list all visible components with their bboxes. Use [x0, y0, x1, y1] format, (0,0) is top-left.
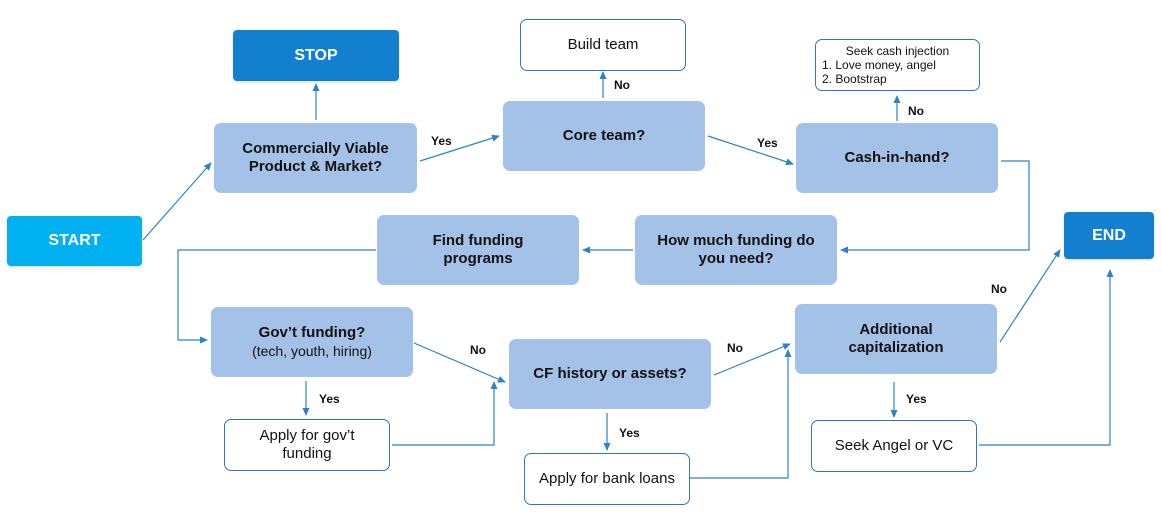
action-apply-govt-funding-label: Apply for gov’t funding: [259, 427, 355, 462]
edge-seek-to-end: [979, 269, 1114, 446]
edge-cf-to-additional: [713, 343, 791, 376]
stop-node: STOP: [233, 30, 399, 81]
edge-label-cf-no: No: [727, 341, 743, 355]
decision-govt-funding: Gov’t funding? (tech, youth, hiring): [211, 307, 413, 377]
seek-cash-injection-item: 2. Bootstrap: [822, 72, 887, 86]
decision-govt-funding-title: Gov’t funding?: [258, 324, 366, 341]
decision-how-much-funding-label: How much funding do you need?: [657, 232, 815, 267]
edge-label-additional-yes: Yes: [906, 392, 927, 406]
stop-label: STOP: [294, 46, 338, 64]
action-seek-angel-vc: Seek Angel or VC: [811, 420, 977, 472]
action-seek-cash-injection: Seek cash injection 1. Love money, angel…: [815, 39, 980, 91]
decision-additional-capitalization: Additional capitalization: [795, 304, 997, 374]
decision-cf-history: CF history or assets?: [509, 339, 711, 409]
decision-cash-in-hand-label: Cash-in-hand?: [844, 149, 950, 166]
edge-label-viable-yes: Yes: [431, 134, 452, 148]
decision-cash-in-hand: Cash-in-hand?: [796, 123, 998, 193]
decision-core-team-label: Core team?: [562, 127, 646, 144]
decision-how-much-funding: How much funding do you need?: [635, 215, 837, 285]
decision-govt-funding-subtitle: (tech, youth, hiring): [252, 343, 372, 359]
decision-commercially-viable-label: Commercially Viable Product & Market?: [242, 140, 389, 175]
decision-commercially-viable: Commercially Viable Product & Market?: [214, 123, 417, 193]
edge-label-core-yes: Yes: [757, 136, 778, 150]
start-label: START: [48, 232, 101, 249]
edge-govt-to-cf: [413, 342, 506, 383]
edge-label-additional-no: No: [991, 282, 1007, 296]
edge-label-govt-yes: Yes: [319, 392, 340, 406]
find-funding-programs-label: Find funding programs: [432, 232, 524, 267]
edge-label-core-no: No: [614, 78, 630, 92]
action-apply-bank-loans-label: Apply for bank loans: [539, 470, 675, 487]
find-funding-programs: Find funding programs: [377, 215, 579, 285]
edge-label-cf-yes: Yes: [619, 426, 640, 440]
end-label: END: [1092, 226, 1126, 244]
edge-core-to-cash: [707, 135, 794, 166]
action-apply-govt-funding: Apply for gov’t funding: [224, 419, 390, 471]
seek-cash-injection-title: Seek cash injection: [845, 44, 950, 58]
start-node: START: [7, 216, 142, 266]
edge-label-cash-no: No: [908, 104, 924, 118]
end-node: END: [1064, 212, 1154, 259]
decision-additional-capitalization-label: Additional capitalization: [848, 321, 944, 356]
action-build-team: Build team: [520, 19, 686, 71]
action-apply-bank-loans: Apply for bank loans: [524, 453, 690, 505]
action-seek-angel-vc-label: Seek Angel or VC: [834, 437, 954, 454]
edge-start-to-viable: [142, 162, 212, 241]
decision-core-team: Core team?: [503, 101, 705, 171]
edge-apply-to-cf: [392, 381, 498, 446]
decision-cf-history-label: CF history or assets?: [533, 365, 687, 382]
edge-label-govt-no: No: [470, 343, 486, 357]
action-build-team-label: Build team: [567, 36, 639, 53]
edge-additional-to-end: [999, 249, 1061, 343]
seek-cash-injection-item: 1. Love money, angel: [822, 58, 936, 72]
